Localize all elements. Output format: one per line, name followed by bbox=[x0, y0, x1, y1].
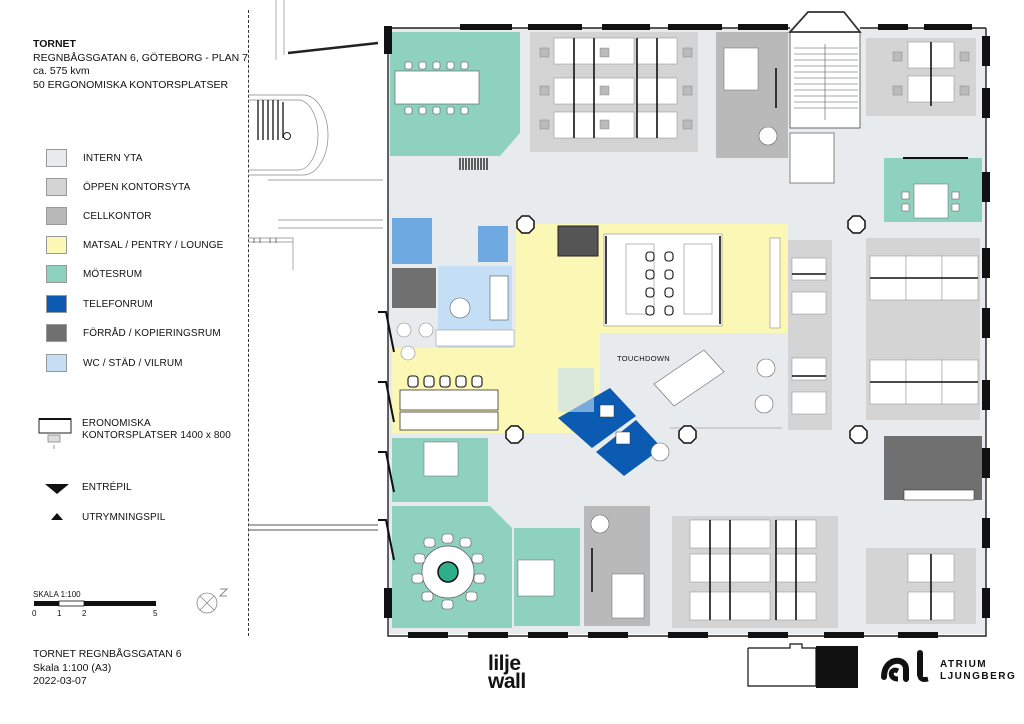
legend-item-cellkontor: CELLKONTOR bbox=[46, 206, 152, 226]
address: REGNBÅGSGATAN 6, GÖTEBORG - PLAN 7 bbox=[33, 51, 248, 64]
exit-arrow-icon bbox=[51, 513, 63, 520]
legend-item-forrad: FÖRRÅD / KOPIERINGSRUM bbox=[46, 323, 221, 343]
desk-legend-line2: KONTORSPLATSER 1400 x 800 bbox=[82, 430, 231, 441]
phone-room-2 bbox=[596, 420, 662, 476]
atrium-logo-line1: ATRIUM bbox=[940, 659, 988, 670]
phone-room-1 bbox=[558, 388, 636, 448]
atrium-logo-line2: LJUNGBERG bbox=[940, 671, 1017, 682]
entry-arrow-icon bbox=[45, 484, 69, 494]
building-title: TORNET bbox=[33, 38, 76, 50]
liljewall-logo: lilje wall bbox=[488, 652, 526, 693]
touchdown-label: TOUCHDOWN bbox=[617, 354, 670, 363]
scale-tick-5: 5 bbox=[153, 609, 158, 618]
footer-date: 2022-03-07 bbox=[33, 675, 87, 687]
footer-building: TORNET REGNBÅGSGATAN 6 bbox=[33, 648, 182, 660]
legend-swatch bbox=[46, 354, 67, 372]
plan-footer: TORNET REGNBÅGSGATAN 6 Skala 1:100 (A3) … bbox=[33, 648, 182, 689]
atrium-ljungberg-logo-icon bbox=[881, 650, 929, 682]
legend-swatch bbox=[46, 236, 67, 254]
desk-legend-line1: ERONOMISKA bbox=[82, 418, 151, 429]
legend-label: WC / STÄD / VILRUM bbox=[83, 357, 183, 369]
site-context bbox=[248, 0, 383, 531]
footer-scale: Skala 1:100 (A3) bbox=[33, 661, 112, 674]
wc-2 bbox=[478, 226, 508, 262]
entry-label: ENTRÉPIL bbox=[82, 482, 132, 493]
compass-icon bbox=[196, 588, 229, 614]
legend-item-telefonrum: TELEFONRUM bbox=[46, 294, 153, 314]
liljewall-logo-line2: wall bbox=[488, 670, 526, 693]
legend-item-intern-yta: INTERN YTA bbox=[46, 148, 143, 168]
scale-tick-0: 0 bbox=[32, 609, 37, 618]
plan-header: TORNET REGNBÅGSGATAN 6, GÖTEBORG - PLAN … bbox=[33, 38, 248, 92]
floor-plan bbox=[378, 11, 990, 638]
legend-item-motesrum: MÖTESRUM bbox=[46, 264, 142, 284]
scale-bar bbox=[34, 600, 156, 607]
storage-room-east bbox=[884, 436, 982, 500]
legend-label: TELEFONRUM bbox=[83, 298, 153, 310]
area: ca. 575 kvm bbox=[33, 65, 90, 77]
legend-item-matsal: MATSAL / PENTRY / LOUNGE bbox=[46, 235, 223, 255]
desk-legend-label: ERONOMISKA KONTORSPLATSER 1400 x 800 bbox=[82, 418, 231, 442]
legend-swatch bbox=[46, 324, 67, 342]
legend-swatch bbox=[46, 295, 67, 313]
exit-label: UTRYMNINGSPIL bbox=[82, 512, 166, 523]
scale-tick-2: 2 bbox=[82, 609, 87, 618]
atrium-ljungberg-logo: ATRIUM LJUNGBERG bbox=[940, 659, 1016, 683]
legend-swatch bbox=[46, 149, 67, 167]
legend-item-wc: WC / STÄD / VILRUM bbox=[46, 353, 183, 373]
legend-label: FÖRRÅD / KOPIERINGSRUM bbox=[83, 327, 221, 339]
legend-swatch bbox=[46, 178, 67, 196]
legend-label: MATSAL / PENTRY / LOUNGE bbox=[83, 239, 224, 251]
desk-legend-icon bbox=[38, 418, 72, 449]
workplaces: 50 ERGONOMISKA KONTORSPLATSER bbox=[33, 78, 229, 91]
wc-1 bbox=[392, 218, 432, 264]
storage-room-west bbox=[392, 268, 436, 308]
scale-tick-1: 1 bbox=[57, 609, 62, 618]
legend-swatch bbox=[46, 207, 67, 225]
legend-label: INTERN YTA bbox=[83, 152, 143, 164]
legend-label: MÖTESRUM bbox=[83, 268, 143, 280]
legend-label: ÖPPEN KONTORSYTA bbox=[83, 181, 191, 193]
legend-item-oppen-kontorsyta: ÖPPEN KONTORSYTA bbox=[46, 177, 190, 197]
legend-swatch bbox=[46, 265, 67, 283]
panel-divider bbox=[248, 10, 249, 636]
scale-title: SKALA 1:100 bbox=[33, 590, 81, 599]
legend-label: CELLKONTOR bbox=[83, 210, 152, 222]
liljewall-logo-line1: lilje bbox=[488, 652, 521, 675]
key-plan bbox=[747, 643, 858, 688]
